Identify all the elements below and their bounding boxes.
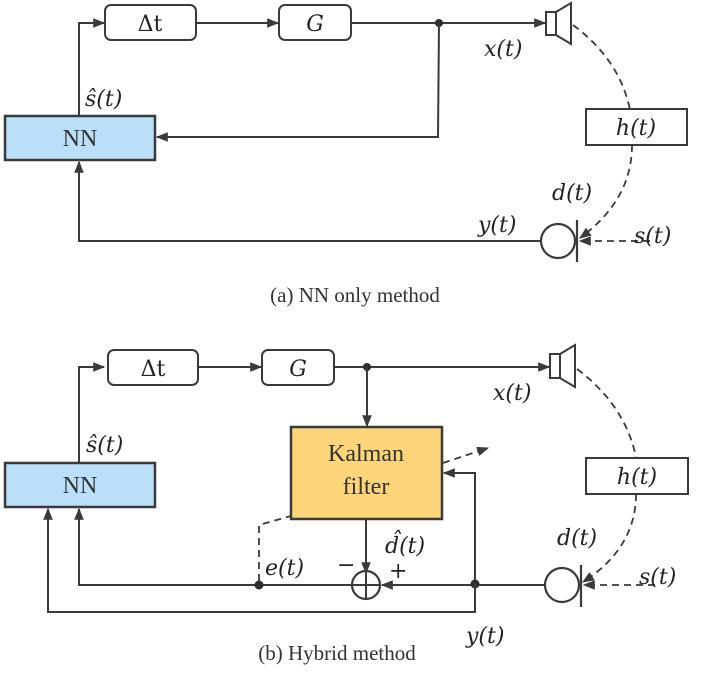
panel-b: NN ŝ(t) Δt G x(t) Kalman filter	[3, 343, 689, 665]
gain-block-b: G	[261, 349, 335, 386]
delay-block-b: Δt	[107, 349, 199, 386]
s-label: s(t)	[634, 224, 671, 249]
caption-b: (b) Hybrid method	[258, 641, 416, 665]
s-hat-signal-line	[78, 18, 106, 116]
acoustic-path-upper	[572, 24, 631, 111]
microphone-icon	[539, 220, 579, 262]
acoustic-path-lower	[579, 144, 633, 239]
y-label-b: y(t)	[465, 624, 504, 649]
e-signal-line	[74, 507, 352, 586]
acoustic-path-upper-b	[576, 368, 637, 458]
e-junction-dot	[254, 580, 264, 590]
y-to-kalman-line	[442, 468, 476, 584]
adaptation-arrow	[442, 446, 490, 464]
s-label-b: s(t)	[639, 565, 676, 590]
s-hat-signal-line-b	[78, 362, 106, 463]
s-hat-label: ŝ(t)	[85, 87, 122, 112]
kalman-label-line1: Kalman	[328, 441, 404, 467]
path-label: h(t)	[616, 116, 656, 141]
x-label-b: x(t)	[493, 381, 531, 406]
delay-label: Δt	[138, 12, 163, 37]
feedback-to-nn-line	[155, 22, 440, 142]
y-to-nn-line	[43, 507, 476, 613]
y-label: y(t)	[477, 213, 516, 238]
speaker-icon-b	[549, 343, 576, 389]
nn-block: NN	[3, 114, 157, 162]
minus-sign: −	[337, 553, 355, 578]
microphone-icon-b	[543, 565, 583, 607]
acoustic-path-lower-b	[581, 493, 637, 583]
nn-label-b: NN	[63, 473, 98, 499]
kalman-filter-block: Kalman filter	[289, 425, 444, 521]
d-hat-label: d̂(t)	[385, 530, 425, 559]
s-hat-label-b: ŝ(t)	[86, 433, 123, 458]
x-label: x(t)	[484, 37, 522, 62]
d-label-b: d(t)	[557, 526, 597, 551]
e-to-kalman-dashed	[258, 515, 292, 581]
path-label-b: h(t)	[617, 465, 657, 490]
delay-label-b: Δt	[141, 357, 166, 382]
caption-a: (a) NN only method	[270, 283, 440, 307]
delay-block: Δt	[104, 4, 197, 41]
e-label: e(t)	[265, 556, 304, 581]
d-label: d(t)	[552, 181, 592, 206]
speaker-icon	[545, 1, 572, 46]
path-block: h(t)	[585, 108, 688, 146]
gain-block: G	[278, 4, 352, 41]
nn-block-b: NN	[3, 461, 157, 509]
y-signal-line	[74, 160, 541, 242]
summer-junction	[350, 569, 382, 601]
kalman-label-line2: filter	[343, 474, 390, 500]
gain-label-b: G	[289, 357, 307, 382]
nn-label: NN	[63, 126, 98, 152]
gain-label: G	[306, 12, 324, 37]
plus-sign: +	[389, 559, 407, 584]
path-block-b: h(t)	[585, 457, 689, 495]
panel-a: NN ŝ(t) Δt G x(t) h(t)	[3, 1, 688, 307]
